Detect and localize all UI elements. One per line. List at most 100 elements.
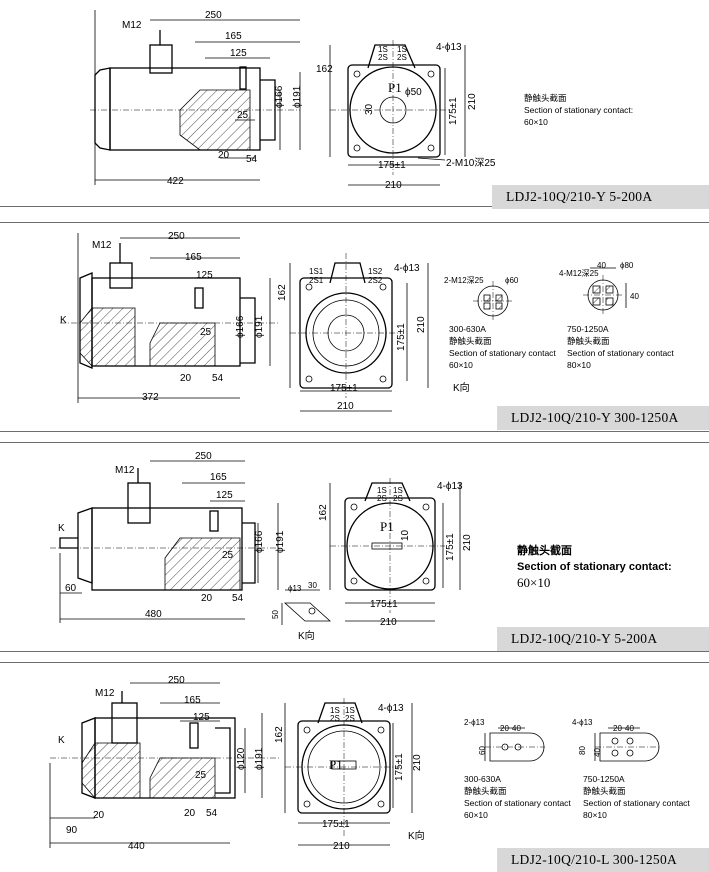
dim-20: 20: [180, 373, 192, 384]
contact-d2: 40: [625, 724, 634, 733]
note-en: Section of stationary contact: [583, 798, 690, 808]
dim-w: 210: [380, 617, 397, 628]
dim-phi-a: ϕ120: [236, 747, 247, 770]
dim-250: 250: [168, 675, 185, 686]
dim-250: 250: [195, 451, 212, 462]
dim-25: 25: [237, 110, 249, 121]
term-3: 1S2: [368, 267, 383, 276]
term-4: 2S: [397, 53, 407, 62]
contact-phi: ϕ80: [620, 261, 634, 270]
side-view-4: [49, 682, 280, 848]
note-en: Section of stationary contact: [464, 798, 571, 808]
dim-125: 125: [196, 270, 213, 281]
dim-phi-b: ϕ191: [292, 85, 303, 108]
front-view-2: [289, 253, 429, 412]
note-cn: 静触头截面: [583, 786, 626, 796]
contact-detail-4b: [594, 727, 660, 762]
note-cn: 静触头截面: [449, 336, 492, 346]
kview-phi: ϕ13: [288, 584, 302, 593]
dim-54: 54: [212, 373, 224, 384]
dim-w-tol: 175±1: [322, 819, 350, 830]
dim-thread: M12: [115, 465, 135, 476]
front-view-3: [329, 478, 461, 622]
model-caption-2: LDJ2-10Q/210-Y 300-1250A: [497, 406, 709, 430]
note-size: 60×10: [464, 810, 488, 820]
side-view-1: [90, 10, 301, 185]
dim-thread: M12: [92, 240, 112, 251]
dim-25: 25: [195, 770, 207, 781]
note-cn: 静触头截面: [567, 336, 610, 346]
dim-k: K: [58, 523, 65, 534]
note-range: 750-1250A: [567, 324, 609, 334]
dim-125: 125: [230, 48, 247, 59]
dim-holes: 4-ϕ13: [378, 703, 404, 714]
contact-holes: 4-M12深25: [559, 269, 599, 278]
dim-phi-a: ϕ166: [254, 530, 265, 553]
dim-w: 210: [385, 180, 402, 191]
dim-h2: 210: [467, 93, 478, 110]
dim-h-tol: 175±1: [396, 323, 407, 351]
dim-thread: M12: [122, 20, 142, 31]
front-view-1: [329, 40, 466, 186]
mark-p1: P1: [329, 757, 343, 772]
view-label: K向: [453, 381, 470, 394]
term-2: 2S: [330, 714, 340, 723]
dim-25: 25: [200, 327, 212, 338]
dim-125: 125: [216, 490, 233, 501]
note-size: 60×10: [449, 360, 473, 370]
contact-note-1: 静触头截面 Section of stationary contact: 60×…: [524, 92, 633, 128]
kview-b: 50: [271, 610, 280, 619]
dim-total: 480: [145, 609, 162, 620]
dim-total: 422: [167, 176, 184, 187]
contact-d3: 60: [478, 746, 487, 755]
dim-54: 54: [246, 154, 258, 165]
dim-total: 440: [128, 841, 145, 852]
dim-k: K: [60, 315, 67, 326]
contact-phi: ϕ60: [505, 276, 519, 285]
term-3: 1S: [397, 45, 407, 54]
note-size: 80×10: [567, 360, 591, 370]
drawing-2: M12 250 165 125 K ϕ166 ϕ191 25 20 54 372…: [60, 231, 639, 412]
dim-h-tol: 175±1: [448, 97, 459, 125]
drawing-4: M12 250 165 125 K ϕ120 ϕ191 25 20 54 90 …: [49, 675, 660, 852]
model-caption-4: LDJ2-10Q/210-L 300-1250A: [497, 848, 709, 872]
model-caption-3: LDJ2-10Q/210-Y 5-200A: [497, 627, 709, 651]
dim-phi-a: ϕ166: [274, 85, 285, 108]
contact-detail-2b: [583, 267, 627, 315]
dim-30: 30: [364, 103, 375, 115]
dim-phi-a: ϕ166: [235, 315, 246, 338]
term-1: 1S: [378, 45, 388, 54]
term-1: 1S: [330, 706, 340, 715]
dim-holes: 4-ϕ13: [436, 42, 462, 53]
side-view-3: [50, 460, 280, 623]
dim-h-tol: 175±1: [394, 753, 405, 781]
term-2: 2S: [377, 494, 387, 503]
dim-k: K: [58, 735, 65, 746]
note-size: 60×10: [524, 117, 548, 127]
dim-w-tol: 175±1: [330, 383, 358, 394]
dim-162: 162: [318, 504, 329, 521]
contact-holes: 2-ϕ13: [464, 718, 485, 727]
contact-d2: 40: [512, 724, 521, 733]
note-en: Section of stationary contact: [567, 348, 674, 358]
kview-label: K向: [298, 629, 315, 642]
contact-d3: 80: [578, 746, 587, 755]
dim-phi-b: ϕ191: [254, 747, 265, 770]
contact-detail-2a: [473, 281, 513, 321]
note-range: 750-1250A: [583, 774, 625, 784]
drawing-3: M12 250 165 125 K ϕ166 ϕ191 25 20 54 60 …: [50, 451, 473, 642]
side-view-2: [60, 233, 280, 403]
dim-phi-b: ϕ191: [254, 315, 265, 338]
drawing-panel-1: M12 250 165 125 ϕ166 ϕ191 25 20 54 422 1…: [0, 0, 709, 209]
contact-note-2b: 750-1250A 静触头截面 Section of stationary co…: [567, 323, 674, 371]
contact-d1: 20: [613, 724, 622, 733]
contact-d2: 40: [630, 292, 639, 301]
contact-note-4a: 300-630A 静触头截面 Section of stationary con…: [464, 773, 571, 821]
dim-165: 165: [225, 31, 242, 42]
contact-d4: 40: [593, 748, 602, 757]
drawing-1: M12 250 165 125 ϕ166 ϕ191 25 20 54 422 1…: [90, 10, 496, 191]
note-cn: 静触头截面: [524, 93, 567, 103]
dim-165: 165: [185, 252, 202, 263]
note-range: 300-630A: [449, 324, 486, 334]
dim-slot: 10: [400, 529, 411, 541]
